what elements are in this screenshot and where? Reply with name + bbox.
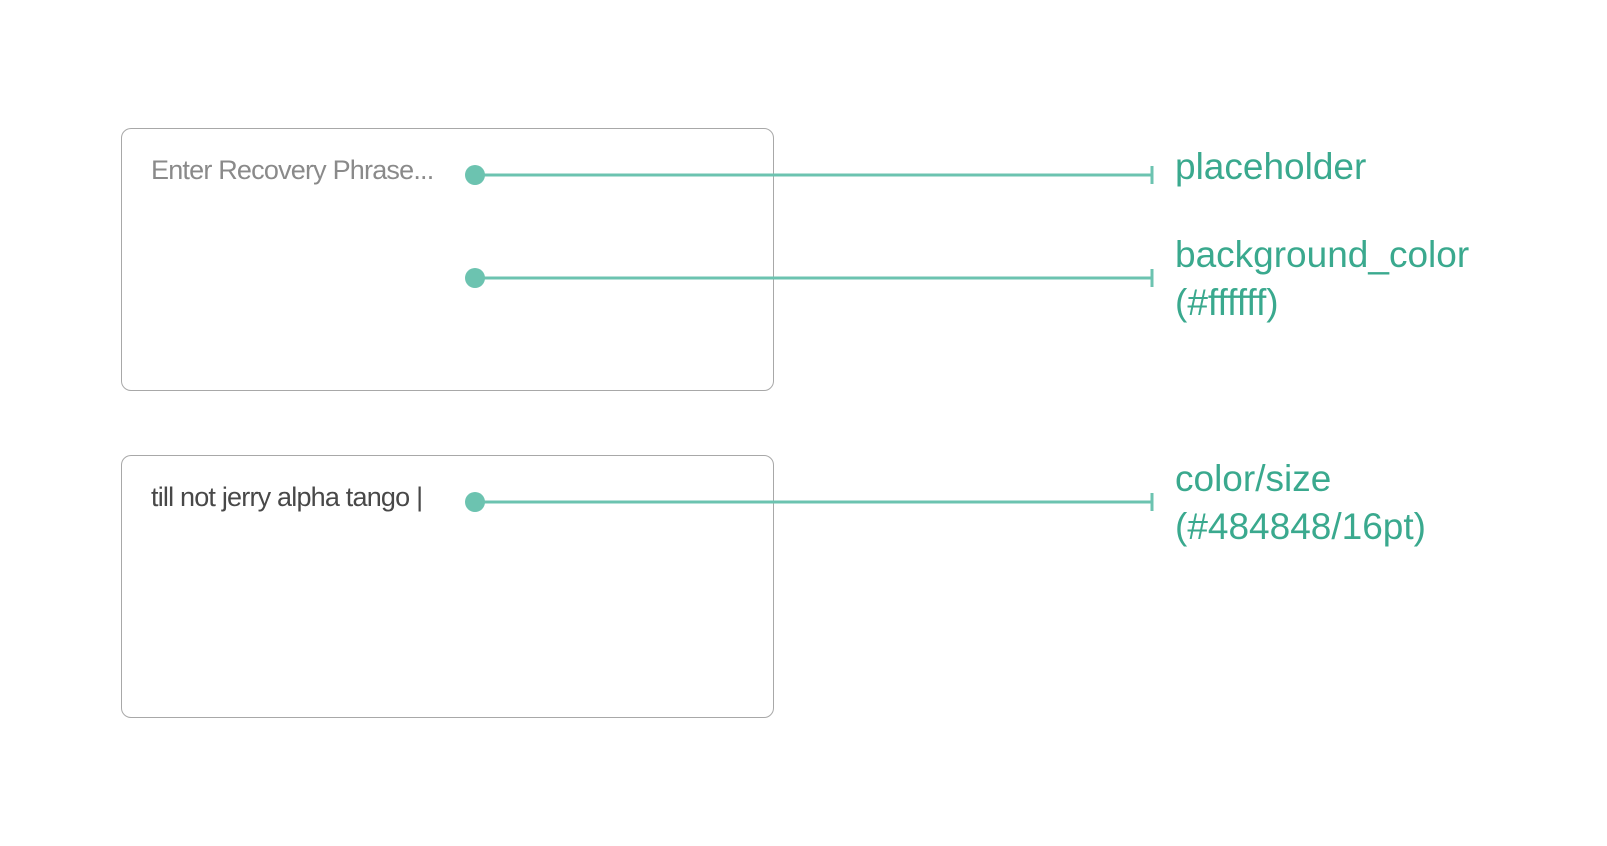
color-size-annotation-line-2: (#484848/16pt) bbox=[1175, 506, 1426, 547]
recovery-phrase-value: till not jerry alpha tango | bbox=[151, 482, 423, 512]
background-color-annotation-label: background_color (#ffffff) bbox=[1175, 231, 1469, 327]
background-color-annotation-line-2: (#ffffff) bbox=[1175, 282, 1279, 323]
recovery-phrase-input-filled[interactable]: till not jerry alpha tango | bbox=[121, 455, 774, 718]
background-color-annotation-line-1: background_color bbox=[1175, 234, 1470, 275]
color-size-annotation-line-1: color/size bbox=[1175, 458, 1332, 499]
recovery-phrase-placeholder: Enter Recovery Phrase... bbox=[151, 155, 434, 185]
placeholder-annotation-label: placeholder bbox=[1175, 143, 1366, 191]
color-size-annotation-label: color/size (#484848/16pt) bbox=[1175, 455, 1426, 551]
recovery-phrase-input-empty[interactable]: Enter Recovery Phrase... bbox=[121, 128, 774, 391]
placeholder-annotation-line-1: placeholder bbox=[1175, 146, 1367, 187]
